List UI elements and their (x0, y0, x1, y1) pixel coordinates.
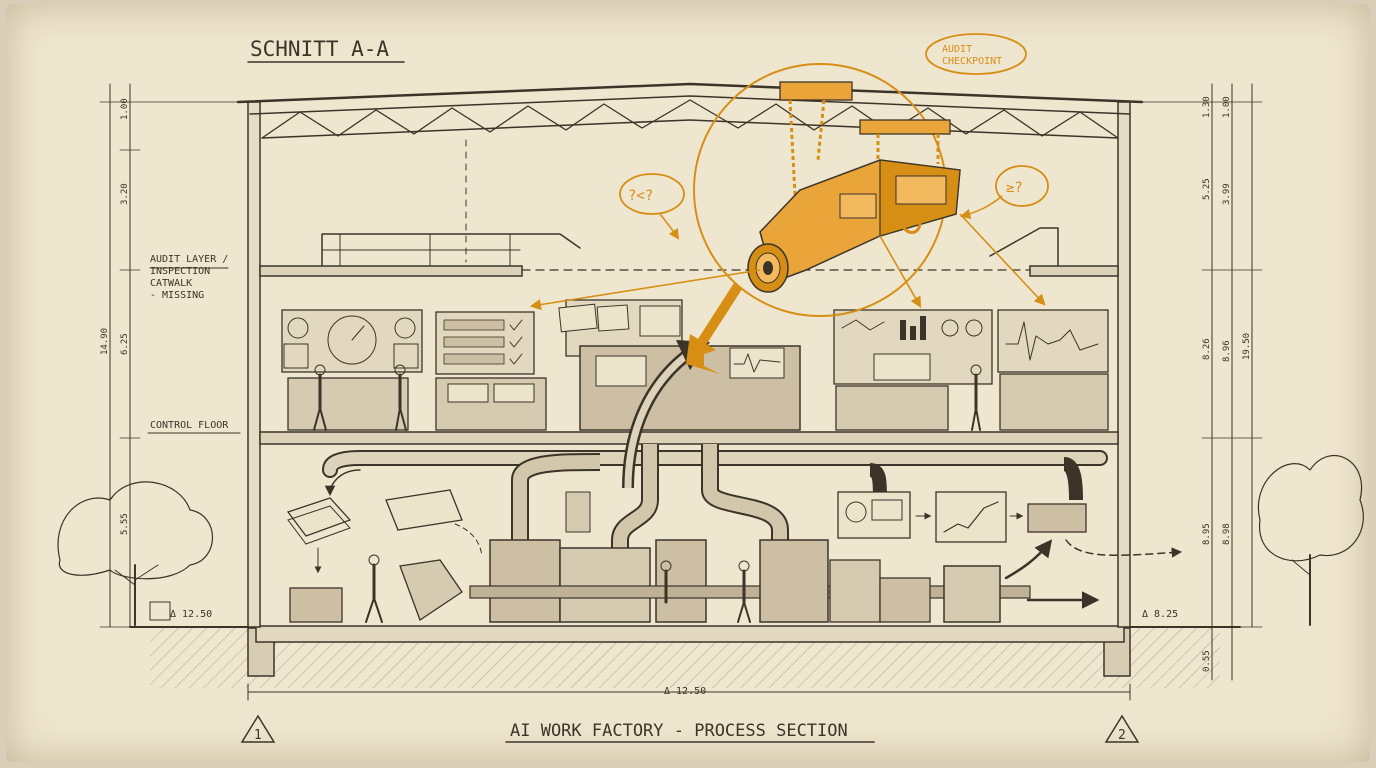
svg-text:AI WORK FACTORY - PROCESS SECT: AI WORK FACTORY - PROCESS SECTION (510, 721, 848, 741)
bubble-less-than: ?<? (628, 188, 653, 204)
svg-text:5.55: 5.55 (120, 513, 130, 535)
svg-text:5.25: 5.25 (1202, 178, 1212, 200)
audit-camera (529, 63, 1046, 374)
svg-text:14.90: 14.90 (100, 328, 110, 355)
foundation (129, 625, 1241, 688)
svg-text:8.95: 8.95 (1202, 523, 1212, 545)
svg-text:Δ 12.50: Δ 12.50 (664, 686, 706, 697)
svg-text:8.26: 8.26 (1202, 338, 1212, 360)
tree-left (57, 481, 213, 626)
dimensions-left: 14.90 1.00 3.20 6.25 5.55 (99, 83, 241, 628)
drawing-title: SCHNITT A-A (247, 37, 405, 63)
building-frame (236, 82, 1144, 628)
axis-marker-left: 1 (240, 714, 276, 743)
bubble-greater-equal: ≥? (1006, 180, 1023, 196)
dimensions-right: 1.30 5.25 8.26 8.95 0.55 1.00 3.99 8.96 … (1139, 83, 1263, 681)
svg-text:8.96: 8.96 (1222, 340, 1232, 362)
svg-text:1.00: 1.00 (120, 98, 130, 120)
control-room (281, 299, 1109, 431)
svg-text:19.50: 19.50 (1242, 333, 1252, 360)
svg-text:1.00: 1.00 (1222, 96, 1232, 118)
svg-text:1.30: 1.30 (1202, 96, 1212, 118)
pipework (322, 444, 1108, 560)
svg-text:SCHNITT A-A: SCHNITT A-A (250, 37, 389, 61)
svg-text:8.98: 8.98 (1222, 523, 1232, 545)
production-floor (286, 469, 1183, 623)
svg-text:0.55: 0.55 (1202, 650, 1212, 672)
svg-text:1: 1 (254, 728, 262, 743)
svg-text:2: 2 (1118, 728, 1126, 743)
footer-title: AI WORK FACTORY - PROCESS SECTION (505, 721, 875, 743)
label-control-floor: CONTROL FLOOR (150, 420, 229, 431)
svg-text:6.25: 6.25 (120, 333, 130, 355)
level-markers: Δ 12.50 Δ 8.25 Δ 12.50 (149, 601, 1178, 701)
svg-text:3.99: 3.99 (1222, 183, 1232, 205)
axis-marker-right: 2 (1104, 714, 1140, 743)
tree-right (1257, 454, 1364, 626)
svg-text:3.20: 3.20 (120, 183, 130, 205)
svg-text:Δ 8.25: Δ 8.25 (1142, 609, 1178, 620)
svg-text:Δ 12.50: Δ 12.50 (170, 609, 212, 620)
